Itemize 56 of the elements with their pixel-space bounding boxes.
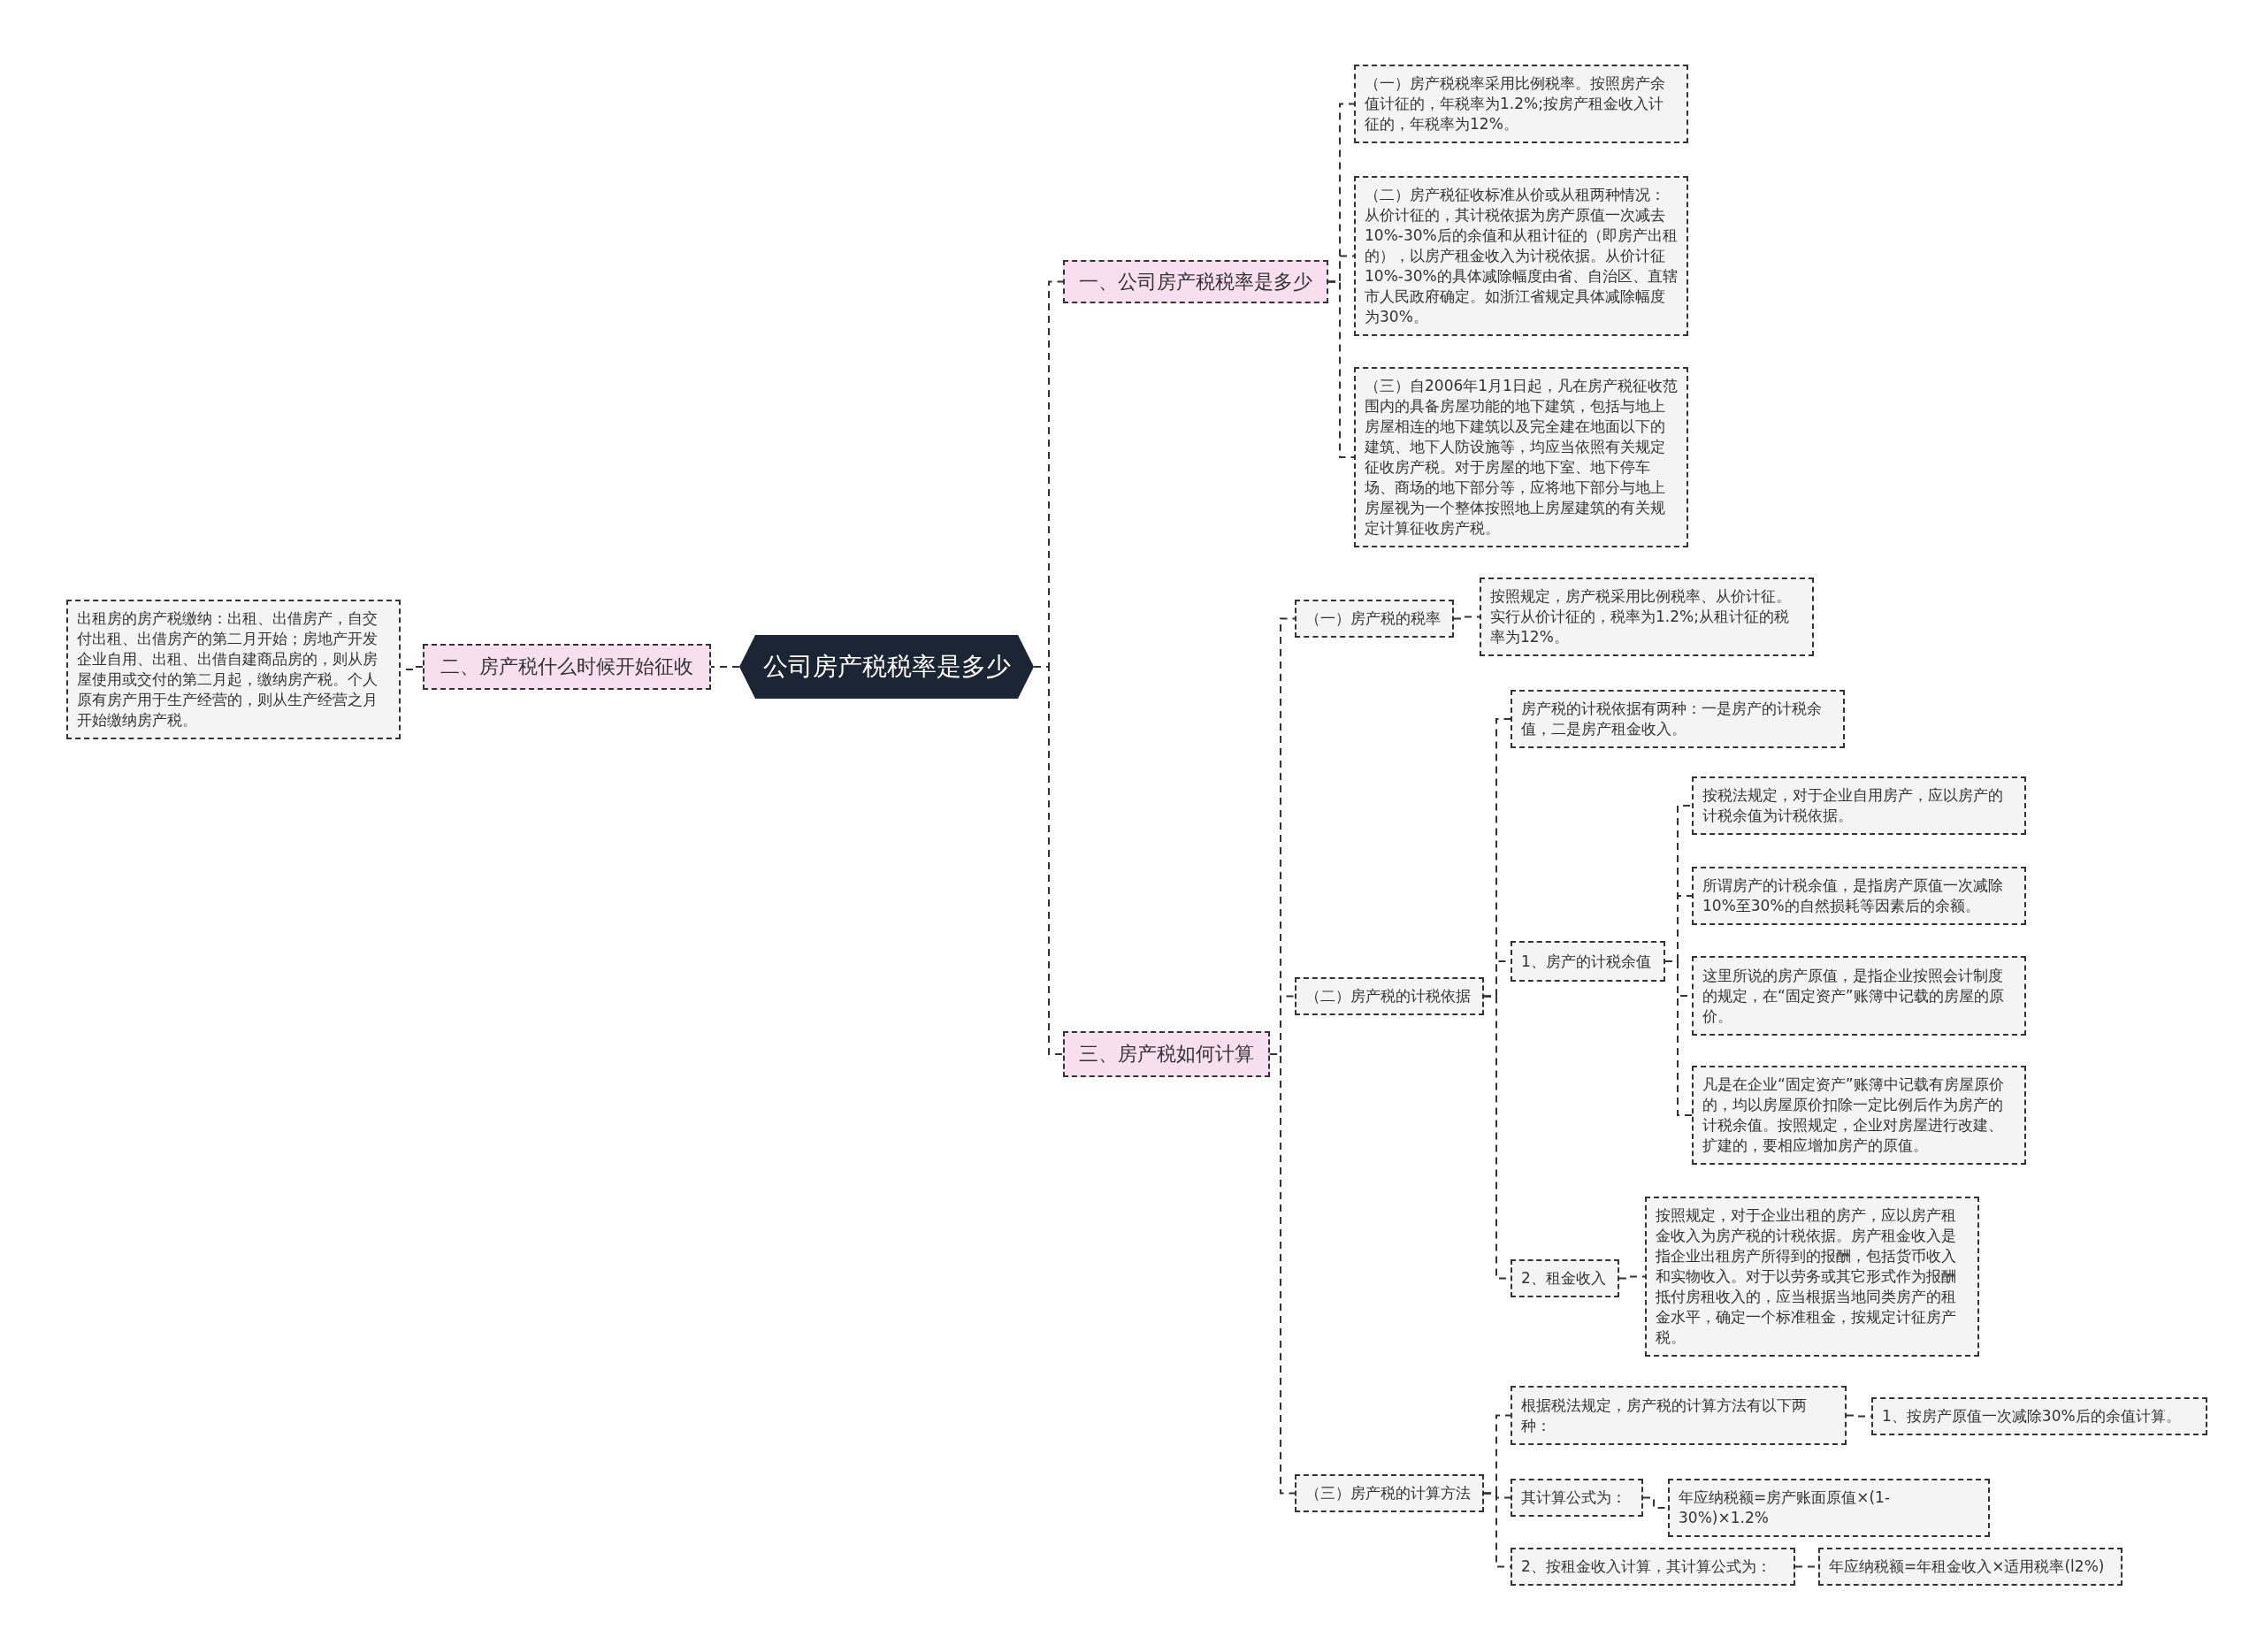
- detail-text: 这里所说的房产原值，是指企业按照会计制度的规定，在“固定资产”账簿中记载的房屋的原价。: [1702, 965, 2005, 1027]
- detail-text: 按照规定，对于企业出租的房产，应以房产租金收入为房产税的计税依据。房产租金收入是指企业出租房产所得到的报酬，包括货币收入和实物收入。对于以劳务或其它形式作为报酬抵付房租收入的，应当根据当地同类房产的租金水平，确定一个标准租金，按规定计征房产税。: [1656, 1205, 1957, 1348]
- detail-box: [1668, 1479, 1990, 1537]
- detail-box: [1354, 176, 1688, 336]
- connector-line: [710, 666, 740, 668]
- detail-text: 房产税的计税依据有两种：一是房产的计税余值，二是房产租金收入。: [1521, 699, 1823, 739]
- connector-line: [1664, 960, 1693, 1116]
- branch-topic-box: [1063, 260, 1328, 303]
- detail-box: [1511, 690, 1845, 748]
- detail-text: （一）房产税的税率: [1305, 608, 1441, 629]
- detail-text: 2、按租金收入计算，其计算公式为：: [1521, 1556, 1771, 1577]
- topic-text: 二、房产税什么时候开始征收: [440, 654, 693, 679]
- detail-box: [1818, 1548, 2122, 1586]
- detail-text: （三）自2006年1月1日起，凡在房产税征收范围内的具备房屋功能的地下建筑，包括与地上房屋相连的地下建筑以及完全建在地面以下的建筑、地下人防设施等，均应当依照有关规定征收房产税。对于房屋的地下室、地下停车场、商场的地下部分等，应将地下部分与地上房屋视为一个整体按照地上房屋建筑的有关规定计算征收房产税。: [1365, 376, 1678, 539]
- detail-text: 出租房的房产税缴纳：出租、出借房产，自交付出租、出借房产的第二月开始；房地产开发企业自用、出租、出借自建商品房的，则从房屋使用或交付的第二月起，缴纳房产税。个人原有房产用于生产经营的，则从生产经营之月开始缴纳房产税。: [77, 608, 379, 730]
- connector-line: [1453, 616, 1480, 620]
- detail-box: [1871, 1397, 2207, 1435]
- detail-text: 年应纳税额=房产账面原值×(1-30%)×1.2%: [1679, 1488, 1892, 1528]
- connector-line: [1618, 1275, 1646, 1280]
- detail-text: 凡是在企业“固定资产”账簿中记载有房屋原价的，均以房屋原价扣除一定比例后作为房产的计税余值。按照规定，企业对房屋进行改建、扩建的，要相应增加房产的原值。: [1702, 1075, 2005, 1156]
- detail-text: （二）房产税的计税依据: [1305, 986, 1471, 1006]
- topic-text: 三、房产税如何计算: [1079, 1042, 1254, 1067]
- detail-text: 按照规定，房产税采用比例税率、从价计征。实行从价计征的，税率为1.2%;从租计征的税率为12%。: [1490, 586, 1792, 647]
- detail-text: 根据税法规定，房产税的计算方法有以下两种：: [1521, 1395, 1808, 1436]
- detail-text: （三）房产税的计算方法: [1305, 1483, 1471, 1503]
- detail-box: [1295, 1474, 1484, 1512]
- detail-box: [1511, 1548, 1795, 1586]
- detail-box: [1511, 1479, 1643, 1517]
- detail-text: 按税法规定，对于企业自用房产，应以房产的计税余值为计税依据。: [1702, 785, 2004, 826]
- branch-topic-box: [423, 644, 711, 690]
- detail-box: [1354, 65, 1688, 143]
- detail-text: （一）房产税税率采用比例税率。按照房产余值计征的，年税率为1.2%;按房产租金收入计征的，年税率为12%。: [1365, 73, 1666, 134]
- detail-box: [1295, 977, 1484, 1015]
- connector-line: [1327, 280, 1355, 458]
- detail-box: [1511, 1386, 1847, 1445]
- detail-box: [1511, 941, 1665, 982]
- branch-topic-box: [1063, 1031, 1270, 1077]
- topic-text: 公司房产税税率是多少: [762, 651, 1011, 683]
- detail-box: [1692, 956, 2026, 1036]
- detail-text: 其计算公式为：: [1521, 1488, 1626, 1508]
- detail-box: [66, 600, 401, 739]
- detail-text: 年应纳税额=年租金收入×适用税率(l2%): [1829, 1556, 2105, 1577]
- detail-box: [1692, 867, 2026, 925]
- topic-text: 一、公司房产税税率是多少: [1079, 269, 1312, 294]
- detail-box: [1645, 1197, 1979, 1357]
- detail-text: 1、按房产原值一次减除30%后的余值计算。: [1882, 1406, 2181, 1426]
- detail-box: [1354, 367, 1688, 547]
- detail-text: 1、房产的计税余值: [1521, 951, 1651, 972]
- detail-box: [1295, 600, 1454, 638]
- detail-text: 所谓房产的计税余值，是指房产原值一次减除10%至30%的自然损耗等因素后的余额。: [1702, 876, 2004, 916]
- detail-box: [1480, 577, 1814, 656]
- detail-box: [1692, 1066, 2026, 1165]
- detail-box: [1511, 1259, 1619, 1297]
- detail-box: [1692, 776, 2026, 835]
- detail-text: 2、租金收入: [1521, 1268, 1606, 1289]
- detail-text: （二）房产税征收标准从价或从租两种情况：从价计征的，其计税依据为房产原值一次减去10%-30%后的余值和从租计征的（即房产出租的），以房产租金收入为计税依据。从价计征10%-30%的具体减除幅度由省、自治区、直辖市人民政府确定。如浙江省规定具体减除幅度为30%。: [1365, 185, 1678, 327]
